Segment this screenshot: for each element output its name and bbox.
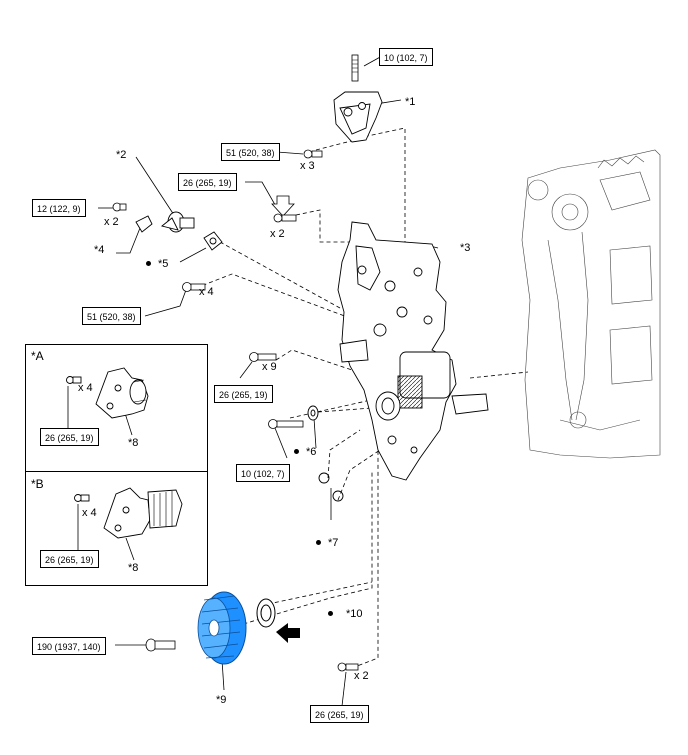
callout-10: *10: [346, 608, 363, 620]
oil-seal: [256, 598, 276, 628]
callout-6: *6: [306, 446, 317, 458]
torque-spec-arrow-bolt: 26 (265, 19): [178, 173, 237, 191]
pulley-bolt: [145, 638, 176, 652]
bullet-dot-6: [294, 449, 299, 454]
crankshaft-pulley: [197, 591, 247, 665]
torque-spec-pulley-bolt: 190 (1937, 140): [32, 637, 106, 655]
callout-3: *3: [460, 242, 471, 254]
cover-bolts-left: [182, 282, 304, 429]
callout-9: *9: [216, 694, 227, 706]
small-bolt: [112, 202, 127, 212]
leader-lines: [67, 55, 439, 707]
panel-a-tag: *A: [31, 349, 44, 363]
panel-b-tag: *B: [31, 477, 44, 491]
callout-5: *5: [158, 258, 169, 270]
qty-cover-left: x 4: [199, 286, 214, 298]
washer-part: [307, 405, 319, 421]
callout-7: *7: [328, 537, 339, 549]
clip-part: [135, 215, 153, 233]
panel-a: [25, 344, 208, 472]
torque-spec-bottom: 26 (265, 19): [310, 705, 369, 723]
torque-spec-stud: 10 (102, 7): [379, 48, 433, 66]
bullet-dot-10: [328, 611, 333, 616]
qty-bottom-bolts: x 2: [354, 670, 369, 682]
torque-spec-panel-a: 26 (265, 19): [40, 428, 99, 446]
callout-4: *4: [94, 244, 105, 256]
torque-spec-small-bolt: 12 (122, 9): [32, 199, 86, 217]
qty-bracket-bolts: x 3: [300, 160, 315, 172]
qty-arrow-bolts: x 2: [270, 228, 285, 240]
bullet-dot-5: [146, 261, 151, 266]
callout-2: *2: [116, 149, 127, 161]
engine-block: [521, 149, 661, 459]
torque-spec-panel-b: 26 (265, 19): [40, 550, 99, 568]
torque-spec-x9: 26 (265, 19): [214, 385, 273, 403]
timing-chain-cover: [337, 221, 489, 481]
stud-bolt: [351, 54, 359, 82]
bullet-dot-7: [316, 540, 321, 545]
qty-small-bolts: x 2: [104, 216, 119, 228]
qty-panel-b: x 4: [82, 507, 97, 519]
o-rings: [318, 472, 344, 502]
callout-8-panel-b: *8: [128, 562, 139, 574]
sensor-part: [161, 211, 195, 233]
callout-1: *1: [405, 96, 416, 108]
torque-spec-cover-left: 51 (520, 38): [82, 307, 141, 325]
qty-panel-a: x 4: [78, 382, 93, 394]
engine-mount-bracket: [333, 91, 383, 143]
torque-spec-bracket: 51 (520, 38): [221, 143, 280, 161]
qty-x9: x 9: [262, 361, 277, 373]
bottom-bolts: [337, 662, 359, 672]
callout-8-panel-a: *8: [128, 437, 139, 449]
gasket-part: [203, 231, 223, 251]
torque-spec-long-bolt: 10 (102, 7): [236, 464, 290, 482]
install-arrow-icon: [276, 623, 300, 643]
bolt-with-arrow: [271, 195, 297, 223]
assembly-lines: [195, 127, 529, 669]
bracket-bolts: [303, 149, 323, 159]
panel-b: [25, 471, 208, 586]
panel-a-part: [66, 367, 149, 419]
panel-b-part: [74, 487, 183, 539]
